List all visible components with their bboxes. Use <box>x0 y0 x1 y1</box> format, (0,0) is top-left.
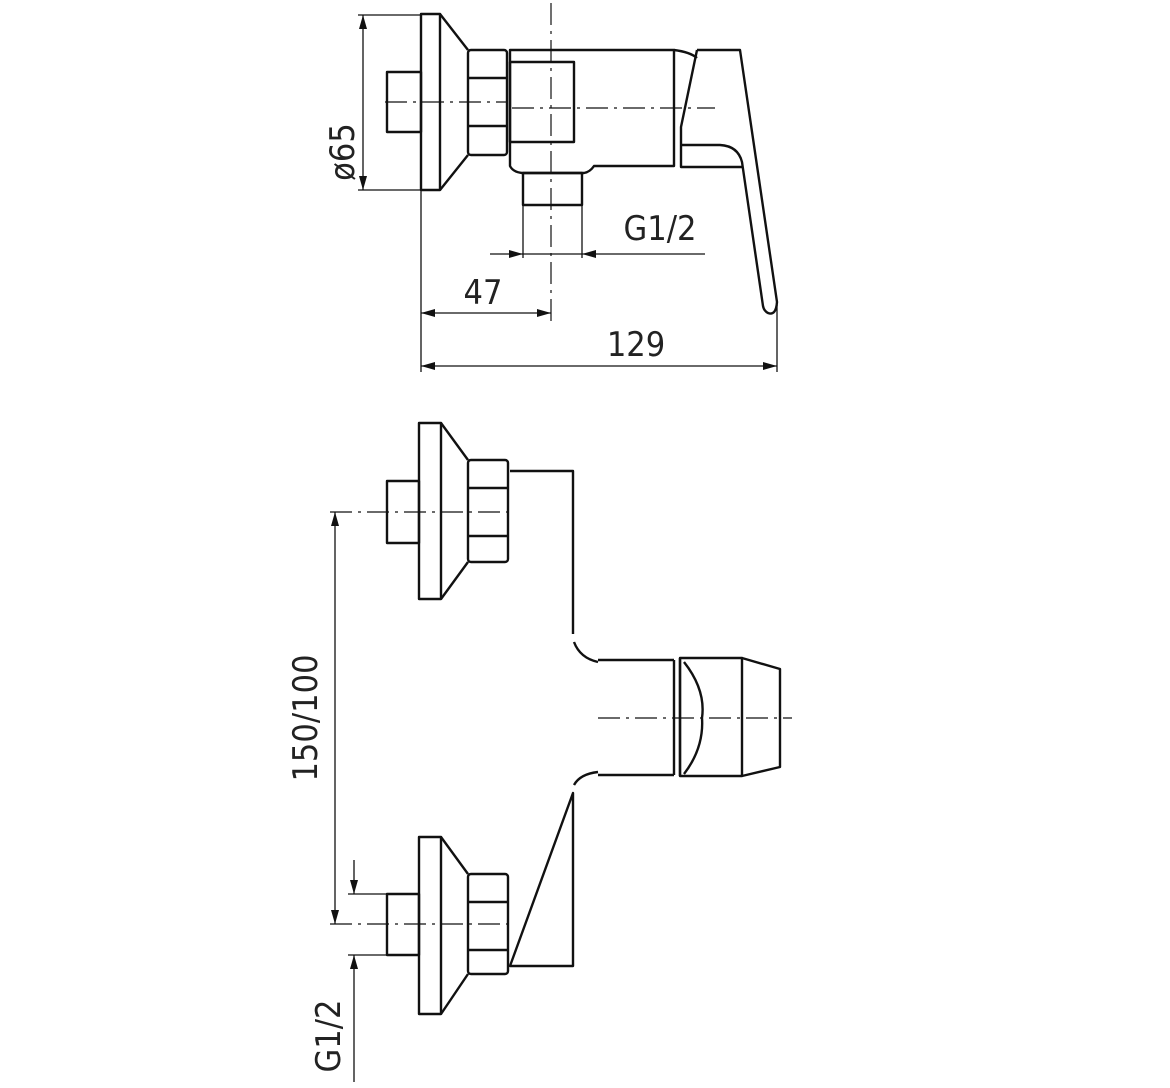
body-inlet-square <box>508 60 576 144</box>
hex-nut-faces <box>468 76 507 128</box>
dimension-line-inlet-thread <box>348 860 387 1082</box>
upper-flange-cone <box>440 422 469 600</box>
upper-hex-nut <box>466 458 510 564</box>
centre-depth-label: 47 <box>464 273 503 313</box>
flange-cone <box>439 13 469 191</box>
outlet-stub <box>521 171 584 207</box>
dimension-arrows <box>421 309 551 317</box>
dimension-line-diameter <box>358 14 421 191</box>
inlet-spacing-label: 150/100 <box>286 654 326 781</box>
front-view: 150/100 G1/2 <box>286 421 792 1082</box>
top-view: ø65 G1/2 47 129 <box>323 3 779 372</box>
lower-hex-nut-faces <box>468 900 508 952</box>
body-fillets <box>572 641 599 786</box>
dimension-line-outlet-thread <box>490 205 705 258</box>
overall-depth-label: 129 <box>607 325 665 365</box>
diameter-label: ø65 <box>323 123 363 181</box>
lower-flange-cone <box>440 836 469 1015</box>
outlet-thread-label: G1/2 <box>624 209 697 249</box>
handle-hub <box>678 656 744 778</box>
inlet-thread-label: G1/2 <box>309 1000 349 1073</box>
dimension-line-centre-depth <box>420 190 551 372</box>
lever-handle <box>673 48 779 315</box>
handle-cap <box>741 656 782 778</box>
upper-wall-flange <box>417 421 443 601</box>
dimension-line-overall-depth <box>421 305 778 372</box>
lower-wall-flange <box>417 835 443 1016</box>
upper-hex-nut-faces <box>468 486 508 538</box>
mixer-body <box>508 48 676 175</box>
mixer-body <box>508 469 674 968</box>
